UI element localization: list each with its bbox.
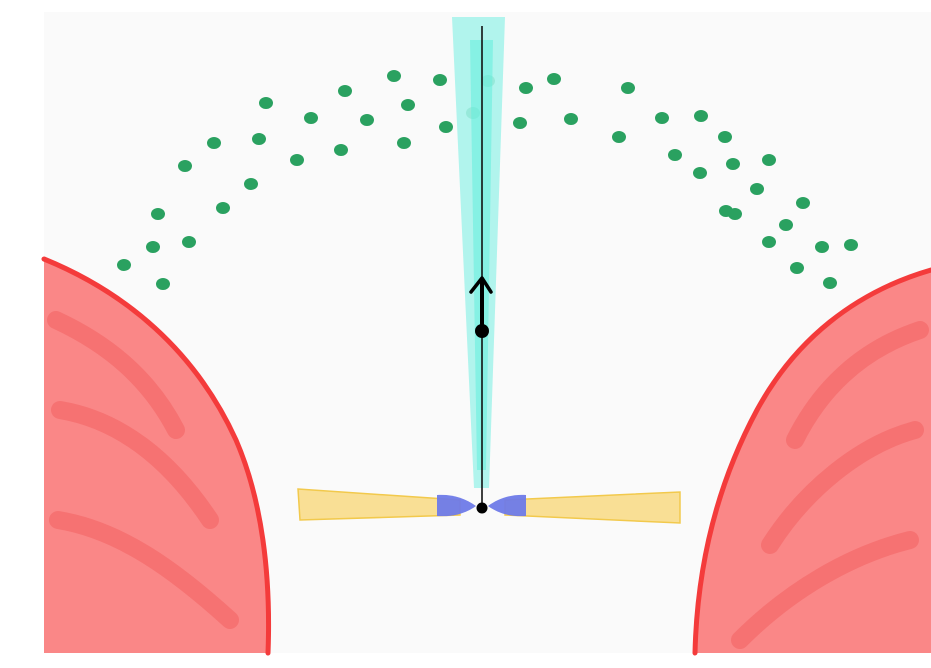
green-dot	[694, 110, 708, 122]
green-dot	[796, 197, 810, 209]
green-dot	[397, 137, 411, 149]
green-dot	[304, 112, 318, 124]
green-dot	[244, 178, 258, 190]
green-dot	[728, 208, 742, 220]
green-dot	[655, 112, 669, 124]
green-dot	[844, 239, 858, 251]
green-dot	[259, 97, 273, 109]
green-dot	[252, 133, 266, 145]
green-dot	[387, 70, 401, 82]
green-dot	[779, 219, 793, 231]
green-dot	[762, 236, 776, 248]
green-dot	[762, 154, 776, 166]
green-dot	[564, 113, 578, 125]
green-dot	[815, 241, 829, 253]
green-dot	[216, 202, 230, 214]
green-dot	[207, 137, 221, 149]
green-dot	[439, 121, 453, 133]
central-black-dot	[477, 503, 488, 514]
green-dot	[338, 85, 352, 97]
green-dot	[621, 82, 635, 94]
green-dot	[547, 73, 561, 85]
green-dot	[790, 262, 804, 274]
green-dot	[718, 131, 732, 143]
green-dot	[146, 241, 160, 253]
green-dot	[693, 167, 707, 179]
green-dot	[178, 160, 192, 172]
green-dot	[401, 99, 415, 111]
green-dot	[290, 154, 304, 166]
green-dot	[334, 144, 348, 156]
green-dot	[182, 236, 196, 248]
green-dot	[750, 183, 764, 195]
green-dot	[156, 278, 170, 290]
green-dot	[151, 208, 165, 220]
green-dot	[668, 149, 682, 161]
green-dot	[823, 277, 837, 289]
green-dot	[726, 158, 740, 170]
green-dot	[117, 259, 131, 271]
green-dot	[360, 114, 374, 126]
green-dot	[433, 74, 447, 86]
green-dot	[513, 117, 527, 129]
green-dot	[612, 131, 626, 143]
green-dot	[519, 82, 533, 94]
